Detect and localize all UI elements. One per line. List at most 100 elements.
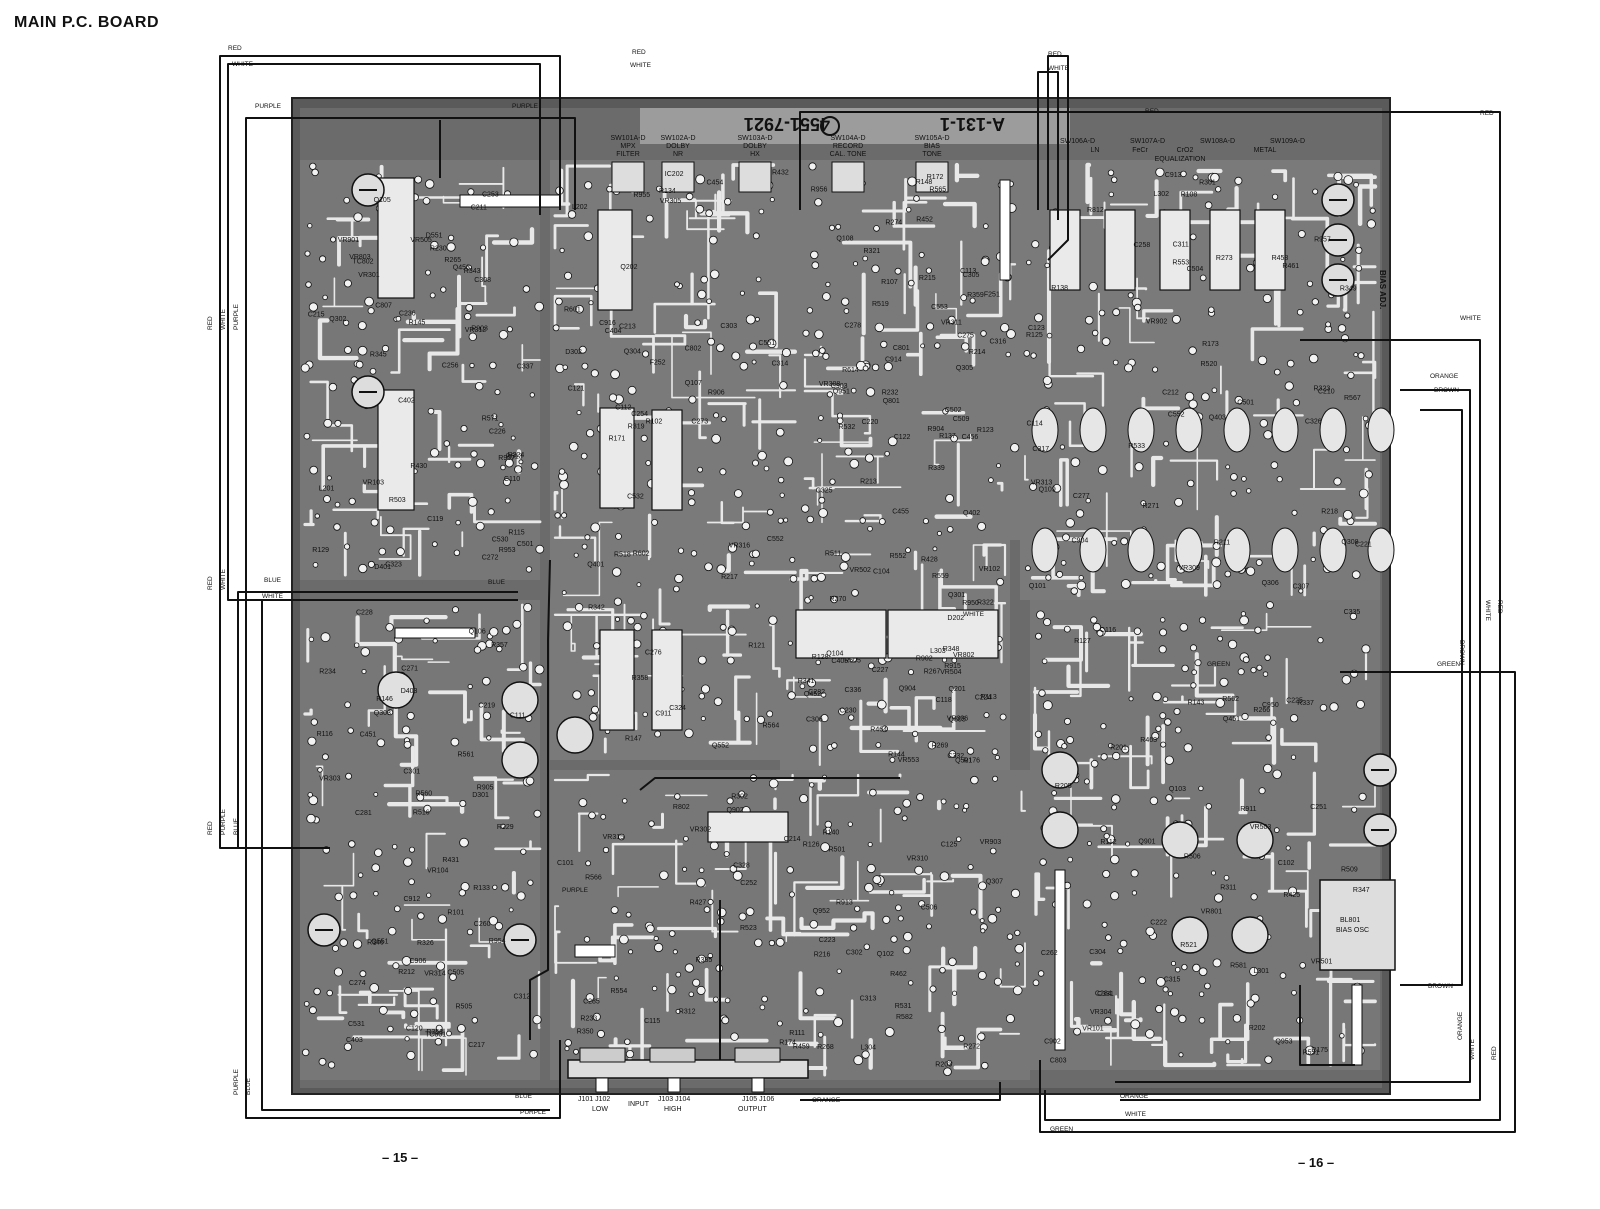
- pad: [1076, 344, 1086, 353]
- pad: [1191, 669, 1197, 675]
- pad: [381, 344, 390, 353]
- pad: [705, 209, 713, 218]
- pad: [518, 459, 524, 465]
- component-ref: R145: [409, 320, 426, 327]
- pad: [859, 517, 866, 524]
- harness-wire: [261, 599, 550, 1111]
- pad: [1263, 763, 1273, 774]
- component-ref: R230: [430, 246, 447, 253]
- component-ref: R954: [489, 938, 506, 945]
- component-ref: R205: [1055, 783, 1072, 790]
- pad: [559, 479, 569, 490]
- pad: [817, 1032, 824, 1038]
- pad: [1005, 351, 1011, 358]
- trace: [403, 1021, 451, 1029]
- pad: [697, 289, 707, 299]
- pad: [688, 489, 696, 497]
- pad: [469, 362, 475, 369]
- component-ref: C303: [720, 323, 737, 330]
- wire-label: GREEN: [1437, 661, 1460, 668]
- pad: [353, 212, 363, 222]
- pad: [327, 1061, 336, 1069]
- pad: [331, 944, 339, 952]
- component-ref: VR302: [690, 827, 712, 834]
- component-ref: C501: [1237, 399, 1254, 406]
- component-ref: C337: [517, 363, 534, 370]
- pad: [1014, 944, 1024, 954]
- pad: [401, 725, 411, 734]
- pad: [951, 990, 958, 996]
- pad: [880, 340, 888, 348]
- pad: [811, 261, 820, 270]
- pad: [1343, 509, 1353, 520]
- component-ref: Q453: [453, 265, 470, 272]
- trace: [798, 971, 836, 1021]
- trace: [681, 331, 712, 375]
- pad: [1149, 796, 1159, 805]
- component-ref: VR315: [603, 834, 625, 841]
- pad: [939, 967, 946, 974]
- trace: [317, 318, 359, 361]
- harness-wire: [237, 591, 518, 848]
- component-ref: R268: [817, 1044, 834, 1051]
- pad: [1121, 745, 1130, 754]
- pad: [884, 1027, 895, 1037]
- wire-label: WHITE: [630, 62, 652, 69]
- pad: [867, 525, 873, 532]
- component-ref: R503: [389, 497, 406, 504]
- pad: [585, 429, 595, 438]
- component-ref: D302: [565, 349, 582, 356]
- trimmer: [1319, 407, 1347, 453]
- trace: [378, 516, 412, 560]
- pad: [308, 1006, 317, 1015]
- pad: [840, 552, 851, 562]
- pad: [1276, 476, 1283, 483]
- trace: [734, 675, 751, 721]
- component-ref: R337: [1297, 700, 1314, 707]
- harness-wire: [639, 777, 900, 791]
- trace: [389, 615, 448, 627]
- pad: [1120, 537, 1129, 546]
- pad: [367, 560, 375, 568]
- wire-label: BROWN: [1458, 640, 1465, 665]
- pad: [967, 864, 974, 871]
- trace: [1129, 744, 1150, 790]
- pad: [625, 911, 632, 918]
- component-ref: C451: [360, 732, 377, 739]
- pad: [1112, 308, 1121, 317]
- pad: [348, 840, 356, 848]
- trace: [521, 344, 541, 372]
- pad: [349, 891, 358, 900]
- trace: [803, 477, 815, 490]
- trace: [786, 679, 831, 691]
- pad: [1023, 350, 1031, 357]
- component-ref: VR304: [1090, 1009, 1112, 1016]
- pad: [1219, 677, 1229, 687]
- trace: [383, 1010, 406, 1020]
- trace: [708, 710, 752, 745]
- trace: [427, 306, 460, 372]
- pad: [862, 365, 869, 372]
- pad: [431, 541, 438, 548]
- component-ref: R427: [690, 899, 707, 906]
- pad: [1006, 933, 1014, 940]
- pad: [1131, 890, 1138, 896]
- bias-osc-label: BIAS OSC: [1336, 927, 1369, 934]
- pad: [342, 319, 350, 326]
- pad: [416, 793, 425, 802]
- trace: [1118, 307, 1155, 344]
- pad: [707, 898, 714, 905]
- pad: [370, 518, 379, 527]
- pad: [326, 989, 333, 997]
- component-ref: C251: [1310, 804, 1327, 811]
- pad: [562, 621, 573, 631]
- trace: [562, 521, 613, 597]
- pad: [1217, 635, 1223, 642]
- pad: [423, 804, 432, 813]
- pad: [480, 244, 487, 251]
- pad: [755, 316, 760, 322]
- component-ref: Q302: [329, 316, 346, 323]
- pad: [851, 589, 859, 597]
- pad: [1148, 573, 1154, 579]
- pad: [914, 865, 924, 875]
